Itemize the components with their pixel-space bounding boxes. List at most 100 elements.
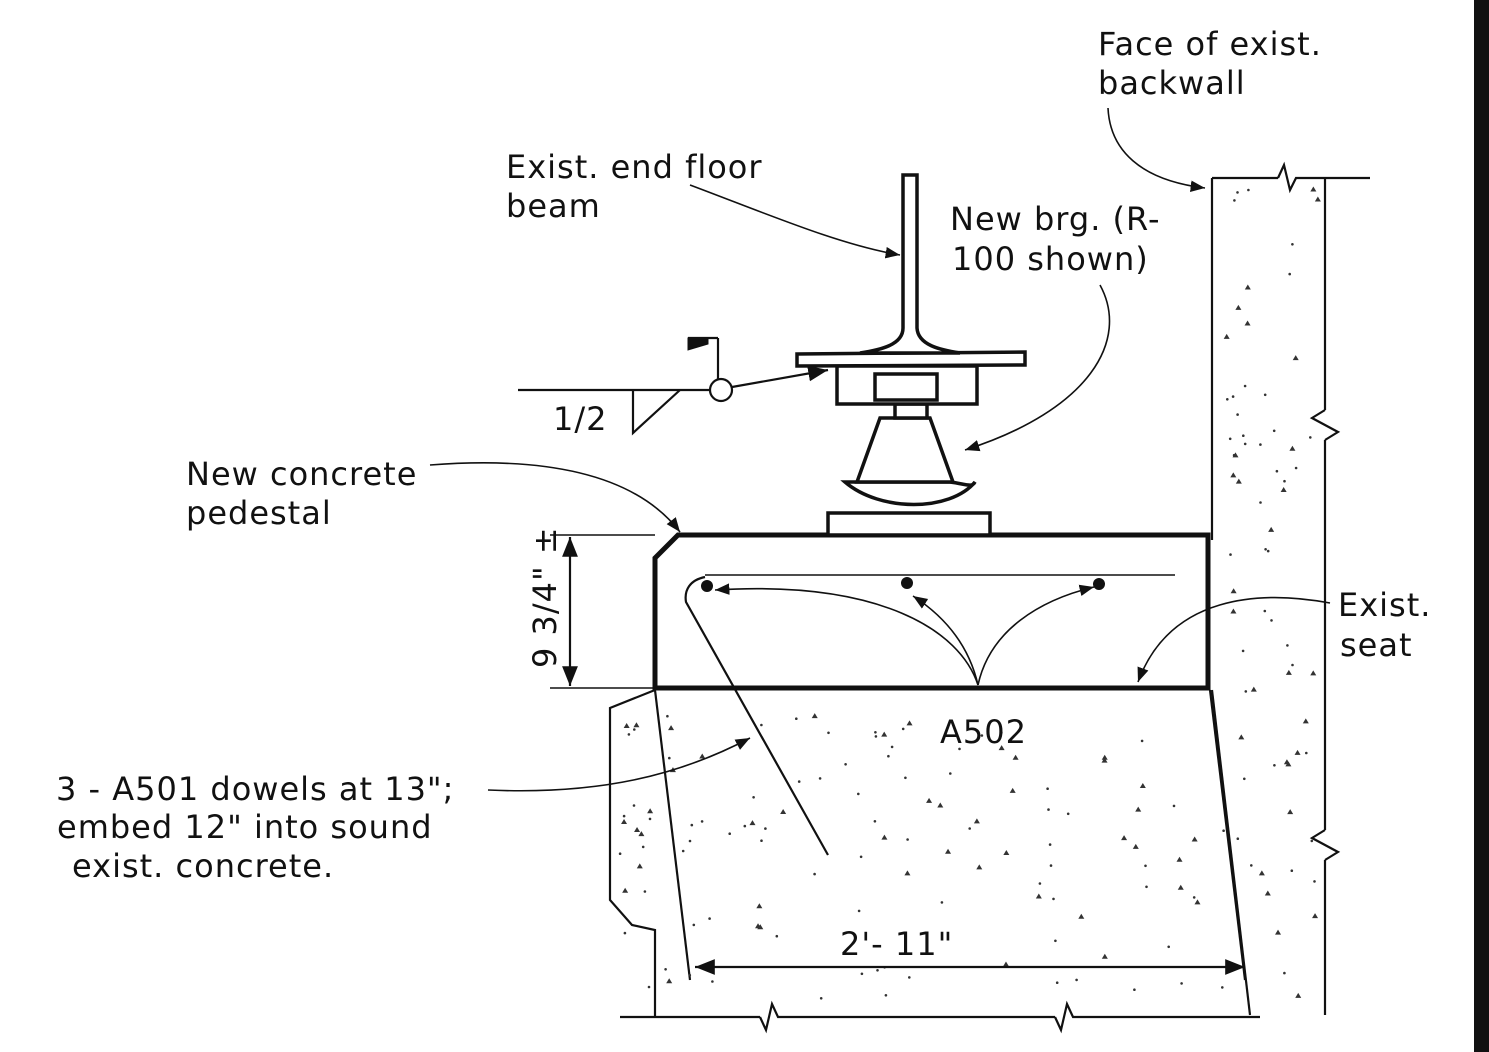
aggregate-speck (1275, 929, 1282, 935)
aggregate-speck (1238, 734, 1245, 740)
aggregate-speck (1247, 188, 1250, 192)
aggregate-speck (1264, 548, 1267, 551)
dowels-label-line2: embed 12" into sound (57, 808, 433, 846)
aggregate-speck (760, 839, 763, 842)
aggregate-speck (1049, 864, 1053, 867)
seat-label-line2: seat (1340, 626, 1413, 664)
aggregate-speck (666, 978, 673, 984)
aggregate-speck (1101, 754, 1108, 760)
aggregate-speck (1000, 731, 1003, 734)
weld-symbol (518, 336, 829, 436)
aggregate-speck (638, 831, 645, 837)
aggregate-speck (813, 872, 816, 876)
aggregate-speck (634, 827, 641, 833)
aggregate-speck (1230, 472, 1237, 478)
aggregate-speck (1066, 812, 1070, 816)
aggregate-speck (688, 973, 692, 977)
aggregate-speck (857, 792, 860, 796)
aggregate-speck (1250, 864, 1253, 867)
aggregate-speck (700, 820, 704, 823)
aggregate-speck (764, 827, 767, 830)
aggregate-speck (1295, 992, 1302, 998)
aggregate-speck (1236, 191, 1239, 194)
aggregate-speck (1314, 196, 1321, 202)
aggregate-speck (622, 887, 629, 893)
aggregate-speck (1055, 981, 1059, 984)
aggregate-speck (643, 890, 647, 893)
aggregate-speck (692, 923, 696, 927)
aggregate-speck (1243, 442, 1247, 446)
aggregate-speck (857, 909, 861, 913)
aggregate-speck (622, 814, 626, 818)
backwall-label-line1: Face of exist. (1098, 25, 1322, 63)
new-concrete-pedestal (652, 532, 1211, 691)
aggregate-speck (1144, 864, 1147, 868)
aggregate-speck (1285, 669, 1292, 675)
aggregate-speck (623, 931, 627, 935)
floor-beam-label-line1: Exist. end floor (506, 148, 763, 186)
aggregate-speck (1231, 395, 1235, 398)
aggregate-speck (1283, 759, 1290, 765)
dowel-bar-a501 (684, 575, 829, 856)
aggregate-speck (699, 753, 706, 759)
aggregate-speck (752, 796, 755, 799)
aggregate-speck (647, 985, 651, 989)
aggregate-speck (1273, 764, 1276, 767)
aggregate-speck (688, 839, 692, 843)
aggregate-speck (1280, 487, 1287, 493)
aggregate-speck (884, 994, 888, 997)
aggregate-speck (668, 725, 675, 731)
aggregate-speck (1135, 806, 1142, 812)
aggregate-speck (1009, 787, 1016, 793)
aggregate-speck (873, 820, 877, 823)
aggregate-speck (666, 714, 669, 718)
aggregate-speck (819, 997, 823, 1000)
aggregate-speck (1194, 899, 1201, 905)
aggregate-speck (1132, 843, 1139, 849)
aggregate-speck (860, 972, 864, 976)
aggregate-speck (890, 745, 894, 749)
aggregate-speck (1236, 837, 1240, 840)
aggregate-speck (1309, 436, 1312, 439)
aggregate-speck (755, 923, 762, 929)
aggregate-speck (1294, 749, 1301, 755)
aggregate-speck (780, 809, 787, 815)
bearing-label-line2: 100 shown) (952, 240, 1149, 278)
aggregate-speck (1075, 978, 1078, 982)
aggregate-speck (1048, 843, 1052, 846)
dowels-label-line1: 3 - A501 dowels at 13"; (56, 770, 454, 808)
aggregate-speck (636, 863, 643, 869)
aggregate-speck (749, 820, 756, 826)
aggregate-speck (1305, 751, 1308, 755)
page-border (1474, 0, 1489, 1052)
rebar-label: A502 (940, 713, 1027, 751)
height-dimension-label: 9 3/4" ± (526, 526, 564, 668)
aggregate-speck (632, 804, 636, 807)
aggregate-speck (1263, 393, 1267, 397)
aggregate-speck (1263, 609, 1267, 613)
aggregate-speck (760, 723, 763, 727)
aggregate-speck (1313, 880, 1316, 883)
aggregate-speck (633, 728, 636, 731)
aggregate-speck (1243, 384, 1247, 388)
aggregate-speck (1145, 885, 1148, 889)
aggregate-speck (1235, 304, 1242, 310)
aggregate-speck (621, 819, 628, 825)
aggregate-speck (1268, 526, 1275, 532)
leader-lines (429, 107, 1331, 792)
rebar-dot-left (701, 580, 713, 592)
floor-beam-label-line2: beam (506, 187, 601, 225)
aggregate-speck (743, 824, 747, 828)
aggregate-speck (1139, 783, 1146, 789)
aggregate-speck (641, 845, 645, 849)
aggregate-speck (859, 855, 863, 859)
aggregate-speck (1291, 243, 1294, 246)
rebar-dot-center (901, 577, 913, 589)
aggregate-speck (1003, 849, 1010, 855)
aggregate-speck (926, 797, 933, 803)
aggregate-speck (1047, 808, 1050, 811)
aggregate-speck (1230, 608, 1237, 614)
aggregate-speck (1272, 429, 1276, 433)
aggregate-speck (904, 776, 907, 780)
aggregate-speck (874, 731, 877, 734)
